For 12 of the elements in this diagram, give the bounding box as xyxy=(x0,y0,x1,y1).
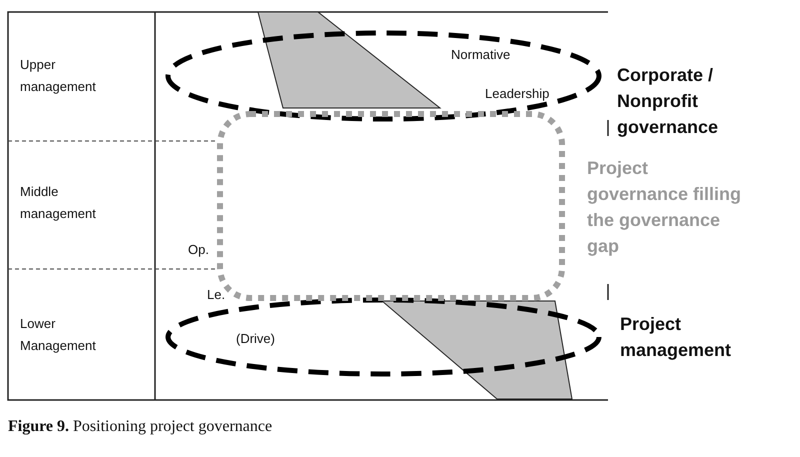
text-label: Le. xyxy=(207,286,226,304)
figure-caption: Figure 9. Positioning project governance xyxy=(8,418,272,436)
text-label: Normative xyxy=(451,46,510,64)
text-label: (Drive) xyxy=(236,330,275,348)
side-label: Project governance filling the governance gap xyxy=(587,157,742,258)
text-label: Lower Management xyxy=(20,315,97,355)
text-label: Middle management xyxy=(20,183,97,223)
text-label: Leadership xyxy=(485,85,550,103)
text-label: Upper management xyxy=(20,56,97,96)
text-label: Op. xyxy=(188,241,209,259)
side-label: Project management xyxy=(620,313,732,362)
side-label: Corporate / Nonprofit governance xyxy=(617,64,720,139)
